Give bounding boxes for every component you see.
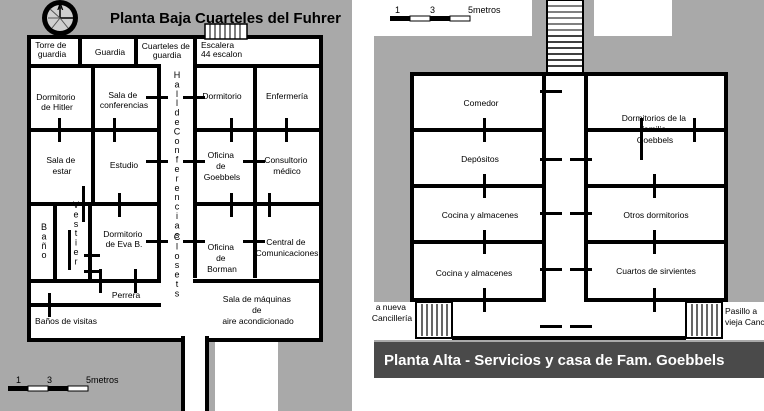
nueva-cancilleria-1: a nueva: [376, 302, 407, 312]
svg-text:Pasillo a vieja Canc: Pasillo a vieja Canc: [725, 306, 764, 327]
cocina-2-label: Cocina y almacenes: [436, 268, 513, 278]
escalera-label-2: 44 escalon: [201, 49, 242, 59]
dormitorio-label: Dormitorio: [202, 91, 241, 101]
stair-icon: [204, 23, 248, 40]
upper-floor-title: Planta Alta - Servicios y casa de Fam. G…: [384, 352, 724, 369]
oficina-borman-label-3: Borman: [207, 264, 237, 274]
svg-text:Escalera 44 escalon: Escalera 44 escalon: [201, 40, 242, 59]
upper-floor-interior: [414, 76, 724, 336]
dormitorio-hitler-label-1: Dormitorio: [36, 92, 75, 102]
cuarteles-label-1: Cuarteles de: [142, 41, 190, 51]
sala-maquinas-label-1: Sala de máquinas: [223, 294, 291, 304]
right-passage: [685, 301, 764, 340]
svg-text:Consultorio médico: Consultorio médico: [264, 155, 309, 176]
ground-floor-title: Planta Baja Cuarteles del Fuhrer: [110, 10, 341, 27]
sala-conferencias-label-1: Sala de: [108, 90, 137, 100]
svg-text:Torre de guardia: Torre de guardia: [35, 40, 69, 59]
ground-floor-doors: [48, 96, 288, 317]
nueva-cancilleria-2: Cancillería: [372, 313, 412, 323]
sala-conferencias-label-2: conferencias: [100, 100, 148, 110]
upper-scale-5: 5metros: [468, 5, 501, 15]
svg-text:Central de Comunicacione: Central de Comunicaciones: [256, 237, 319, 258]
ground-scale-bar: 1 3 5metros: [8, 375, 119, 392]
upper-scale-1: 1: [395, 5, 400, 15]
upper-stair-icon: [546, 0, 584, 77]
exit-corridor: [185, 334, 205, 411]
banos-visitas-label: Baños de visitas: [35, 316, 97, 326]
svg-text:Sala de máquinas de: Sala de máquinas de aire acondicionado: [222, 294, 294, 326]
upper-floor-plan: a nueva Cancillería Pasillo a vieja Canc…: [370, 0, 764, 411]
stair-label: A: [57, 2, 64, 12]
dormitorio-hitler-label-2: de Hitler: [41, 102, 73, 112]
cocina-1-label: Cocina y almacenes: [442, 210, 519, 220]
svg-text:Dormitorios de la famili: Dormitorios de la familia Goebbels: [622, 113, 689, 145]
comedor-label: Comedor: [464, 98, 499, 108]
ground-floor-interior: [31, 39, 319, 338]
vieja-cancilleria-2: vieja Canc: [725, 317, 764, 327]
left-passage: [372, 301, 453, 340]
oficina-goebbels-label-2: de: [216, 161, 226, 171]
dormitorio-eva-label-2: de Eva B.: [106, 239, 143, 249]
torre-label-2: guardia: [38, 49, 67, 59]
upper-scale-bar: 1 3 5metros: [390, 5, 501, 22]
svg-text:Dormitorio de Eva B.: Dormitorio de Eva B.: [103, 229, 145, 249]
oficina-goebbels-label-1: Oficina: [208, 150, 235, 160]
escalera-label-1: Escalera: [201, 40, 234, 50]
cuarteles-label-2: guardia: [153, 50, 182, 60]
sala-estar-label-2: estar: [53, 166, 72, 176]
upper-scale-3: 3: [430, 5, 435, 15]
ground-floor-walls: [31, 39, 319, 307]
enfermeria-label: Enfermería: [266, 91, 308, 101]
consultorio-label-1: Consultorio: [264, 155, 307, 165]
sala-maquinas-label-2: de: [252, 305, 262, 315]
perrera-label: Perrera: [112, 290, 141, 300]
depositos-label: Depósitos: [461, 154, 499, 164]
torre-label-1: Torre de: [35, 40, 66, 50]
vieja-cancilleria-1: Pasillo a: [725, 306, 757, 316]
svg-text:Sala de conferencias: Sala de conferencias: [100, 90, 148, 110]
cuartos-sirvientes-label: Cuartos de sirvientes: [616, 266, 696, 276]
ground-scale-5: 5metros: [86, 375, 119, 385]
svg-text:Sala de estar: Sala de estar: [46, 155, 77, 176]
ground-scale-3: 3: [47, 375, 52, 385]
svg-text:Dormitorio de Hitler: Dormitorio de Hitler: [36, 92, 78, 112]
otros-dormitorios-label: Otros dormitorios: [623, 210, 688, 220]
svg-text:Oficina de Goebbel: Oficina de Goebbels: [204, 150, 240, 182]
dormitorios-familia-2: familia: [642, 124, 667, 134]
ground-floor-plan: A Planta Baja Cuarteles del Fuhrer: [0, 0, 352, 411]
central-com-label-1: Central de: [266, 237, 305, 247]
oficina-borman-label-2: de: [216, 253, 226, 263]
estudio-label: Estudio: [110, 160, 139, 170]
oficina-goebbels-label-3: Goebbels: [204, 172, 240, 182]
sala-estar-label-1: Sala de: [46, 155, 75, 165]
dormitorios-familia-1: Dormitorios de la: [622, 113, 687, 123]
dormitorios-familia-3: Goebbels: [637, 135, 673, 145]
upper-floor-title-bar: [374, 342, 764, 378]
upper-floor-doors: [483, 90, 696, 328]
oficina-borman-label-1: Oficina: [208, 242, 235, 252]
sala-maquinas-label-3: aire acondicionado: [222, 316, 294, 326]
svg-text:Oficina de Borman: Oficina de Borman: [207, 242, 237, 274]
guardia-label: Guardia: [95, 47, 126, 57]
svg-text:a nueva Cancillería: a nueva Cancillería: [372, 302, 412, 323]
central-com-label-2: Comunicaciones: [256, 248, 319, 258]
ground-scale-1: 1: [16, 375, 21, 385]
consultorio-label-2: médico: [273, 166, 301, 176]
dormitorio-eva-label-1: Dormitorio: [103, 229, 142, 239]
svg-text:Cuarteles de guardia: Cuarteles de guardia: [142, 41, 193, 60]
